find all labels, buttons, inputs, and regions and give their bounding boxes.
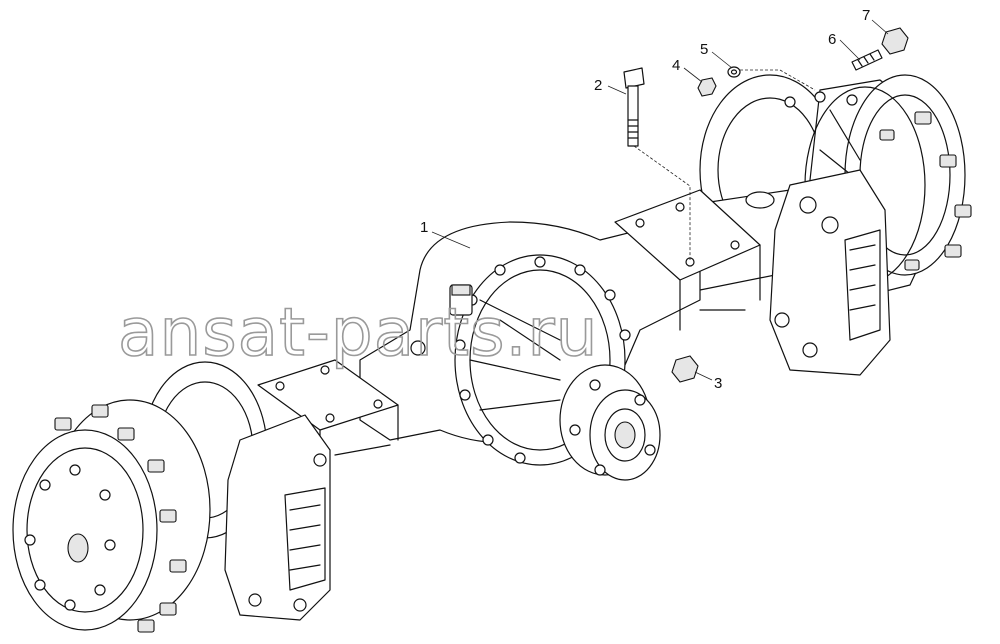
- left-wheel-hub: [12, 399, 211, 633]
- hub-face-holes: [24, 464, 116, 611]
- part-stud: [851, 49, 883, 71]
- right-tube-ring: [745, 191, 775, 209]
- part-nut-small: [697, 77, 717, 97]
- hub-outer-studs: [54, 404, 187, 633]
- callout-7: 7: [862, 7, 870, 24]
- part-washer: [727, 66, 741, 78]
- left-brake-caliper: [224, 414, 331, 621]
- callout-1: 1: [420, 219, 428, 236]
- callout-6: 6: [828, 31, 836, 48]
- watermark-text: ansat-parts.ru: [118, 294, 598, 371]
- hub-studs: [784, 91, 972, 271]
- part-nut-lower: [671, 355, 699, 383]
- callout-5: 5: [700, 41, 708, 58]
- callout-4: 4: [672, 57, 680, 74]
- hub-center: [67, 533, 89, 563]
- leader-lines: [431, 19, 889, 381]
- part-nut-top: [881, 27, 909, 55]
- right-brake-caliper: [769, 169, 891, 376]
- fitting: [410, 340, 426, 356]
- input-flange: [559, 364, 661, 481]
- callout-2: 2: [594, 77, 602, 94]
- callout-3: 3: [714, 375, 722, 392]
- right-spring-pad: [614, 189, 761, 331]
- part-bolt: [623, 67, 645, 147]
